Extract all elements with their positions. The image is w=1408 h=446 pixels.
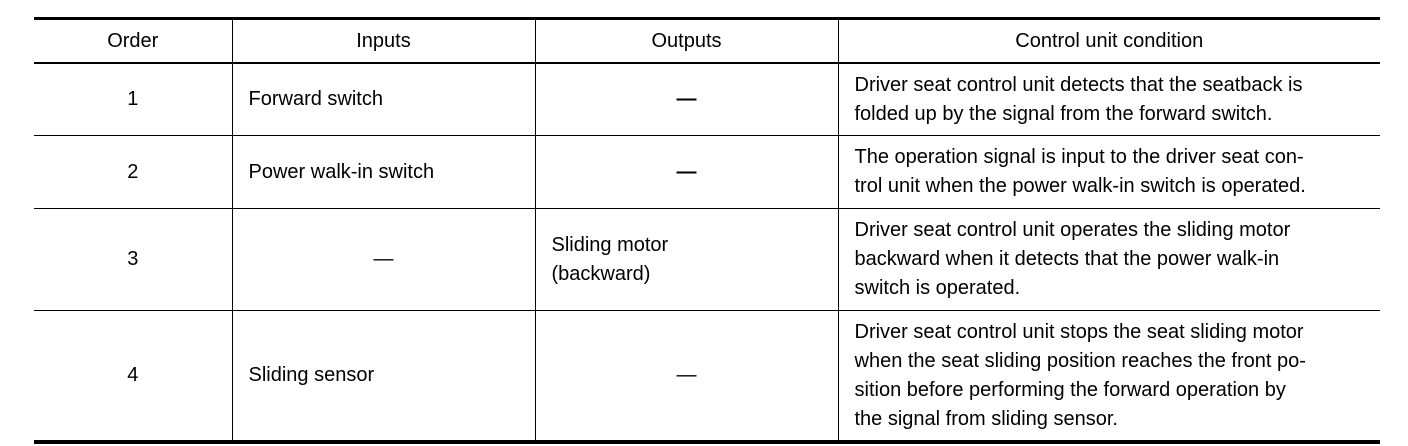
inputs-cell: — [231, 208, 536, 311]
table-row: 2 Power walk-in switch — The operation s… [34, 135, 1380, 209]
order-cell: 4 [34, 310, 233, 444]
header-inputs: Inputs [231, 17, 536, 64]
condition-cell: The operation signal is input to the dri… [837, 135, 1380, 209]
outputs-cell: — [534, 63, 839, 136]
header-condition: Control unit condition [837, 17, 1380, 64]
order-cell: 2 [34, 135, 233, 209]
condition-text: Driver seat control unit operates the sl… [854, 219, 1291, 299]
condition-cell: Driver seat control unit stops the seat … [837, 310, 1380, 444]
table-row: 4 Sliding sensor — Driver seat control u… [34, 310, 1380, 444]
inputs-cell: Sliding sensor [231, 310, 536, 444]
order-cell: 3 [34, 208, 233, 311]
condition-cell: Driver seat control unit operates the sl… [837, 208, 1380, 311]
inputs-cell: Power walk-in switch [231, 135, 536, 209]
condition-cell: Driver seat control unit detects that th… [837, 63, 1380, 136]
condition-text: The operation signal is input to the dri… [854, 146, 1306, 197]
condition-text: Driver seat control unit stops the seat … [854, 320, 1306, 430]
header-outputs: Outputs [534, 17, 839, 64]
outputs-text: Sliding motor (backward) [551, 233, 669, 285]
table-row: 1 Forward switch — Driver seat control u… [34, 63, 1380, 136]
outputs-cell: — [534, 135, 839, 209]
inputs-cell: Forward switch [231, 63, 536, 136]
table-row: 3 — Sliding motor (backward) Driver seat… [34, 208, 1380, 311]
seat-operation-table: Order Inputs Outputs Control unit condit… [34, 17, 1380, 444]
order-cell: 1 [34, 63, 233, 136]
header-order: Order [34, 17, 233, 64]
outputs-cell: — [534, 310, 839, 444]
outputs-cell: Sliding motor (backward) [534, 208, 839, 311]
header-row: Order Inputs Outputs Control unit condit… [34, 17, 1380, 64]
condition-text: Driver seat control unit detects that th… [854, 73, 1303, 125]
